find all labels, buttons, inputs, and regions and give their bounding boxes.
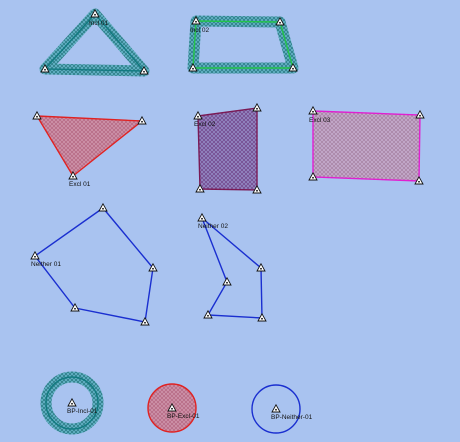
shape-label: Excl 01 xyxy=(69,181,91,188)
vertex-handle[interactable] xyxy=(308,106,318,115)
shape-neither-01-polygon[interactable]: Neither 01 xyxy=(30,203,158,326)
shape-neither-02-polygon[interactable]: Neither 02 xyxy=(197,213,267,322)
circle-bp-neither-01[interactable]: BP-Neither-01 xyxy=(251,384,313,434)
shape-incl-01-triangle[interactable]: Incl 01 xyxy=(39,8,150,77)
vertex-handle[interactable] xyxy=(203,310,213,319)
shape-label: Neither 02 xyxy=(198,223,228,230)
vertex-handle[interactable] xyxy=(271,404,281,413)
vertex-handle[interactable] xyxy=(252,103,262,112)
vertex-handle[interactable] xyxy=(222,277,232,286)
circle-label: BP-Neither-01 xyxy=(271,414,313,421)
circle-label: BP-Incl-01 xyxy=(67,408,98,415)
shape-excl-01-triangle[interactable]: Excl 01 xyxy=(32,111,147,188)
shape-label: Incl 01 xyxy=(89,20,109,27)
vertex-handle[interactable] xyxy=(98,203,108,212)
shape-label: Incl 02 xyxy=(190,27,210,34)
shape-excl-03-rect[interactable]: Excl 03 xyxy=(308,106,425,185)
circle-bp-incl-01[interactable]: BP-Incl-01 xyxy=(40,371,104,435)
vertex-handle[interactable] xyxy=(67,398,77,407)
vertex-handle[interactable] xyxy=(197,213,207,222)
shape-label: Excl 03 xyxy=(309,117,331,124)
shape-excl-02-quad[interactable]: Excl 02 xyxy=(193,103,262,194)
shape-label: Neither 01 xyxy=(31,261,61,268)
vertex-handle[interactable] xyxy=(30,251,40,260)
shape-label: Excl 02 xyxy=(194,121,216,128)
vertex-handle[interactable] xyxy=(32,111,42,120)
circle-bp-excl-01[interactable]: BP-Excl-01 xyxy=(147,383,200,433)
circle-label: BP-Excl-01 xyxy=(167,413,200,420)
shape-incl-02-trapezoid[interactable]: Incl 02 xyxy=(187,15,299,74)
